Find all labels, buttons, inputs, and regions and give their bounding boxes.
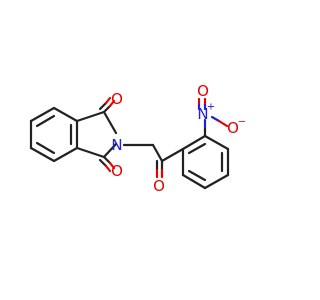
bond <box>104 164 112 173</box>
double-bond-inner <box>35 141 56 155</box>
bond <box>98 158 108 168</box>
molecule-structure-drawing: O O N O N + O − O <box>29 82 246 195</box>
nitro-group <box>197 97 229 138</box>
atom-O-nitro-lower: O <box>197 82 209 100</box>
bond <box>98 101 108 111</box>
phthalimide-benzene-ring <box>29 106 79 163</box>
nitrophenyl-ring <box>181 134 230 190</box>
linker-chain <box>122 143 185 179</box>
bond <box>104 96 112 105</box>
bond <box>217 119 229 128</box>
bond <box>102 104 112 114</box>
imide-ring <box>75 110 118 159</box>
bond <box>151 143 164 163</box>
double-bond-inner <box>187 142 207 155</box>
charge-plus: + <box>207 102 215 113</box>
atom-N-nitro: N <box>197 105 208 123</box>
bond <box>108 99 116 108</box>
bond <box>210 115 221 123</box>
bond <box>102 142 118 159</box>
bond <box>160 147 185 163</box>
phthalimide-carbonyls <box>98 96 116 173</box>
bond <box>203 134 230 151</box>
atom-O-top: O <box>111 90 123 108</box>
bond <box>108 161 116 170</box>
double-bond-inner <box>187 169 207 182</box>
bond <box>75 110 106 123</box>
bond <box>75 146 106 159</box>
bond <box>181 173 207 190</box>
bond <box>52 146 79 163</box>
charge-minus: − <box>238 117 246 128</box>
bond <box>203 173 230 190</box>
atom-O-ketone: O <box>153 177 165 195</box>
atom-N-imide: N <box>111 136 122 154</box>
double-bond-inner <box>35 114 56 128</box>
bond <box>102 155 112 165</box>
bond <box>52 106 79 123</box>
bond <box>29 106 56 123</box>
atom-labels: O O N O N + O − O <box>111 82 246 195</box>
bond <box>29 146 56 163</box>
bond <box>102 110 118 135</box>
bond <box>181 134 207 151</box>
atom-O-nitro-upper: O <box>227 119 239 137</box>
atom-O-bottom: O <box>111 162 123 180</box>
